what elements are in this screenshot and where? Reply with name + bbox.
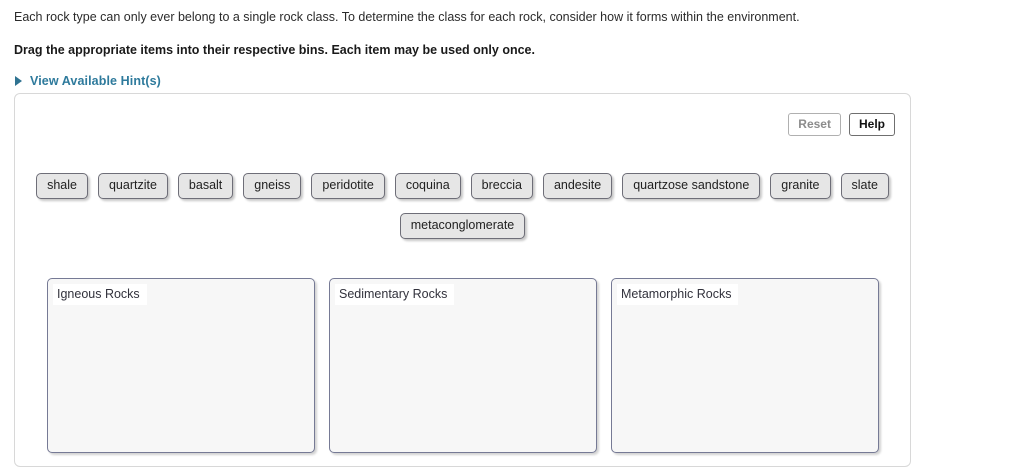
help-button[interactable]: Help xyxy=(848,113,895,136)
draggable-tile[interactable]: coquina xyxy=(394,173,461,199)
draggable-tile[interactable]: metaconglomerate xyxy=(399,213,526,239)
bin-label: Igneous Rocks xyxy=(53,284,147,305)
bin-label: Sedimentary Rocks xyxy=(335,284,455,305)
draggable-tile[interactable]: peridotite xyxy=(311,173,385,199)
drop-bin-sedimentary[interactable]: Sedimentary Rocks xyxy=(329,278,597,453)
bin-dropzone[interactable] xyxy=(612,307,878,452)
draggable-tile[interactable]: shale xyxy=(36,173,88,199)
bin-label: Metamorphic Rocks xyxy=(617,284,739,305)
intro-text: Each rock type can only ever belong to a… xyxy=(14,10,800,24)
bin-dropzone[interactable] xyxy=(330,307,596,452)
draggable-tile[interactable]: gneiss xyxy=(243,173,302,199)
drop-bin-metamorphic[interactable]: Metamorphic Rocks xyxy=(611,278,879,453)
reset-button[interactable]: Reset xyxy=(788,113,841,136)
bin-dropzone[interactable] xyxy=(48,307,314,452)
instruction-text: Drag the appropriate items into their re… xyxy=(14,43,535,57)
draggable-tile[interactable]: quartzite xyxy=(97,173,168,199)
draggable-tile[interactable]: breccia xyxy=(470,173,533,199)
activity-panel: Reset Help shale quartzite basalt gneiss… xyxy=(14,93,911,467)
triangle-right-icon xyxy=(15,76,22,86)
view-hints-toggle[interactable]: View Available Hint(s) xyxy=(15,74,161,88)
tile-row-two: metaconglomerate xyxy=(15,213,910,239)
draggable-tile[interactable]: quartzose sandstone xyxy=(622,173,761,199)
drop-bin-area: Igneous Rocks Sedimentary Rocks Metamorp… xyxy=(47,278,890,453)
draggable-tile[interactable]: andesite xyxy=(542,173,613,199)
tile-row-one: shale quartzite basalt gneiss peridotite… xyxy=(15,173,910,199)
draggable-tile-tray: shale quartzite basalt gneiss peridotite… xyxy=(15,173,910,239)
prompt-area: Each rock type can only ever belong to a… xyxy=(0,0,1024,88)
activity-toolbar: Reset Help xyxy=(788,113,895,136)
draggable-tile[interactable]: slate xyxy=(840,173,889,199)
draggable-tile[interactable]: basalt xyxy=(177,173,234,199)
drop-bin-igneous[interactable]: Igneous Rocks xyxy=(47,278,315,453)
draggable-tile[interactable]: granite xyxy=(770,173,831,199)
view-hints-label: View Available Hint(s) xyxy=(30,74,161,88)
